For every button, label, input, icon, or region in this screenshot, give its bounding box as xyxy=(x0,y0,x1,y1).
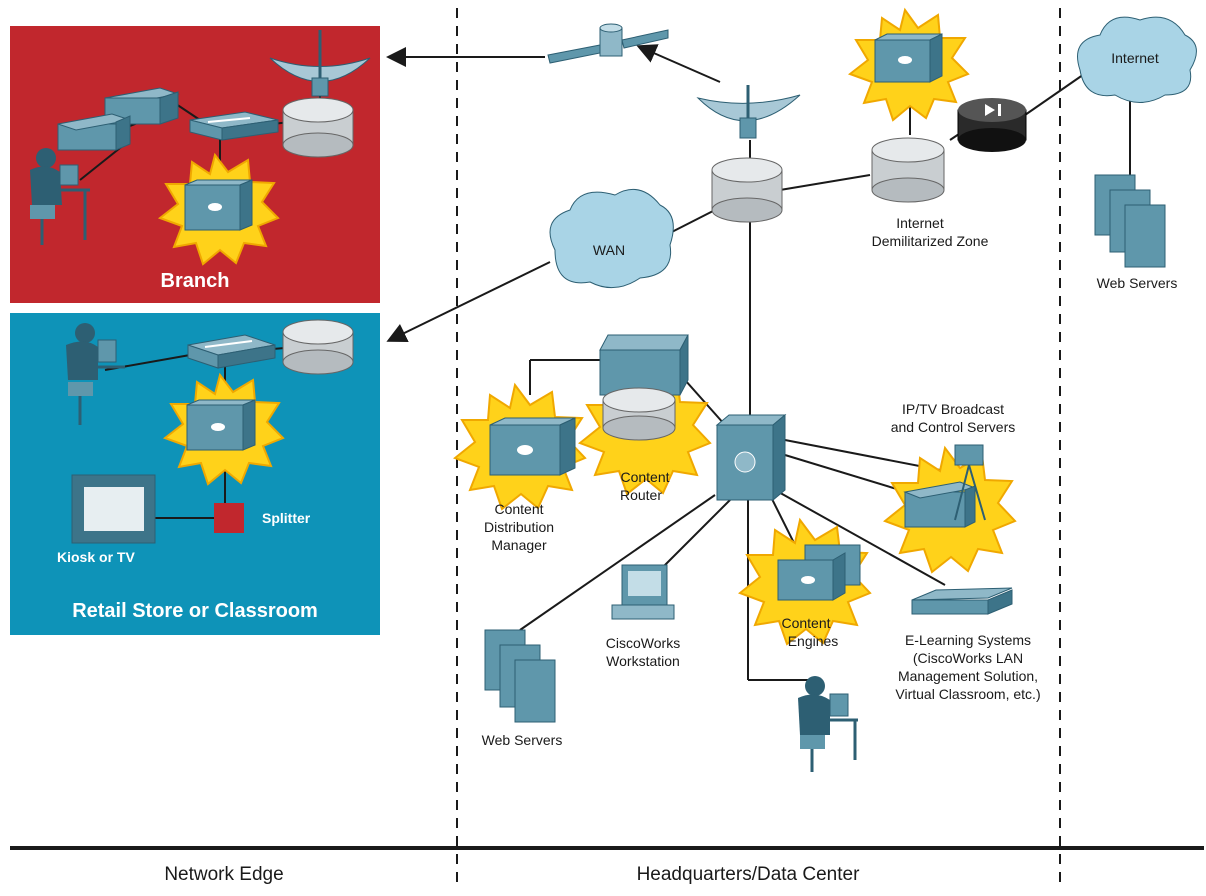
web-servers-bottom-icon xyxy=(484,629,556,723)
iptv-servers-icon xyxy=(903,444,986,528)
branch-satellite-dish-icon xyxy=(269,30,371,97)
branch-switch-icon xyxy=(189,111,279,141)
cdm-label-line2: Distribution xyxy=(484,519,554,535)
dmz-label-line2: Demilitarized Zone xyxy=(872,233,989,249)
dmz-content-engine-icon xyxy=(874,33,943,83)
splitter-label: Splitter xyxy=(262,510,311,526)
hq-core-router-icon xyxy=(711,157,783,223)
cdm-label-line1: Content xyxy=(494,501,543,517)
layer3-switch-icon xyxy=(599,334,689,396)
elearning-label-line2: (CiscoWorks LAN xyxy=(913,650,1023,666)
dmz-label-line1: Internet xyxy=(896,215,944,231)
kiosk-tv-icon xyxy=(71,474,156,544)
branch-content-engine-icon xyxy=(184,179,253,231)
kiosk-label: Kiosk or TV xyxy=(57,549,135,565)
elearning-label-line4: Virtual Classroom, etc.) xyxy=(895,686,1040,702)
branch-media-server-icon xyxy=(57,87,180,151)
elearning-systems-icon xyxy=(911,587,1013,615)
internet-cloud-icon xyxy=(1077,16,1197,103)
firewall-icon xyxy=(957,98,1027,152)
retail-content-engine-icon xyxy=(186,399,256,451)
retail-router-icon xyxy=(282,319,354,375)
cdm-icon xyxy=(489,417,576,476)
elearning-label-line1: E-Learning Systems xyxy=(905,632,1031,648)
web-servers-bottom-label: Web Servers xyxy=(482,732,563,748)
dmz-router-icon xyxy=(871,137,945,203)
retail-switch-icon xyxy=(187,334,276,369)
hq-user-icon xyxy=(798,676,858,772)
distribution-switch-icon xyxy=(715,413,787,502)
retail-user-icon xyxy=(66,323,125,425)
content-engines-label-line2: Engines xyxy=(788,633,839,649)
headquarters-label: Headquarters/Data Center xyxy=(637,864,861,885)
iptv-label-line1: IP/TV Broadcast xyxy=(902,401,1004,417)
content-router-label-line2: Router xyxy=(620,487,662,503)
hq-satellite-dish-icon xyxy=(696,85,801,139)
network-edge-label: Network Edge xyxy=(164,864,283,885)
elearning-label-line3: Management Solution, xyxy=(898,668,1038,684)
content-engines-icon xyxy=(777,544,861,601)
content-engines-label-line1: Content xyxy=(781,615,830,631)
cdm-label-line3: Manager xyxy=(491,537,547,553)
web-servers-right-icon xyxy=(1094,174,1166,268)
content-router-label-line1: Content xyxy=(620,469,669,485)
content-router-icon xyxy=(602,387,676,441)
satellite-icon xyxy=(547,23,669,64)
ciscoworks-label-line2: Workstation xyxy=(606,653,680,669)
wan-cloud-icon xyxy=(549,188,674,289)
retail-label: Retail Store or Classroom xyxy=(72,600,318,622)
branch-router-icon xyxy=(282,97,354,158)
splitter-icon xyxy=(214,503,244,533)
iptv-label-line2: and Control Servers xyxy=(891,419,1016,435)
ciscoworks-workstation-icon xyxy=(611,564,675,620)
branch-user-icon xyxy=(30,148,90,245)
ciscoworks-label-line1: CiscoWorks xyxy=(606,635,680,651)
wan-label: WAN xyxy=(593,242,625,258)
branch-label: Branch xyxy=(161,270,230,292)
web-servers-right-label: Web Servers xyxy=(1097,275,1178,291)
internet-label: Internet xyxy=(1111,50,1159,66)
